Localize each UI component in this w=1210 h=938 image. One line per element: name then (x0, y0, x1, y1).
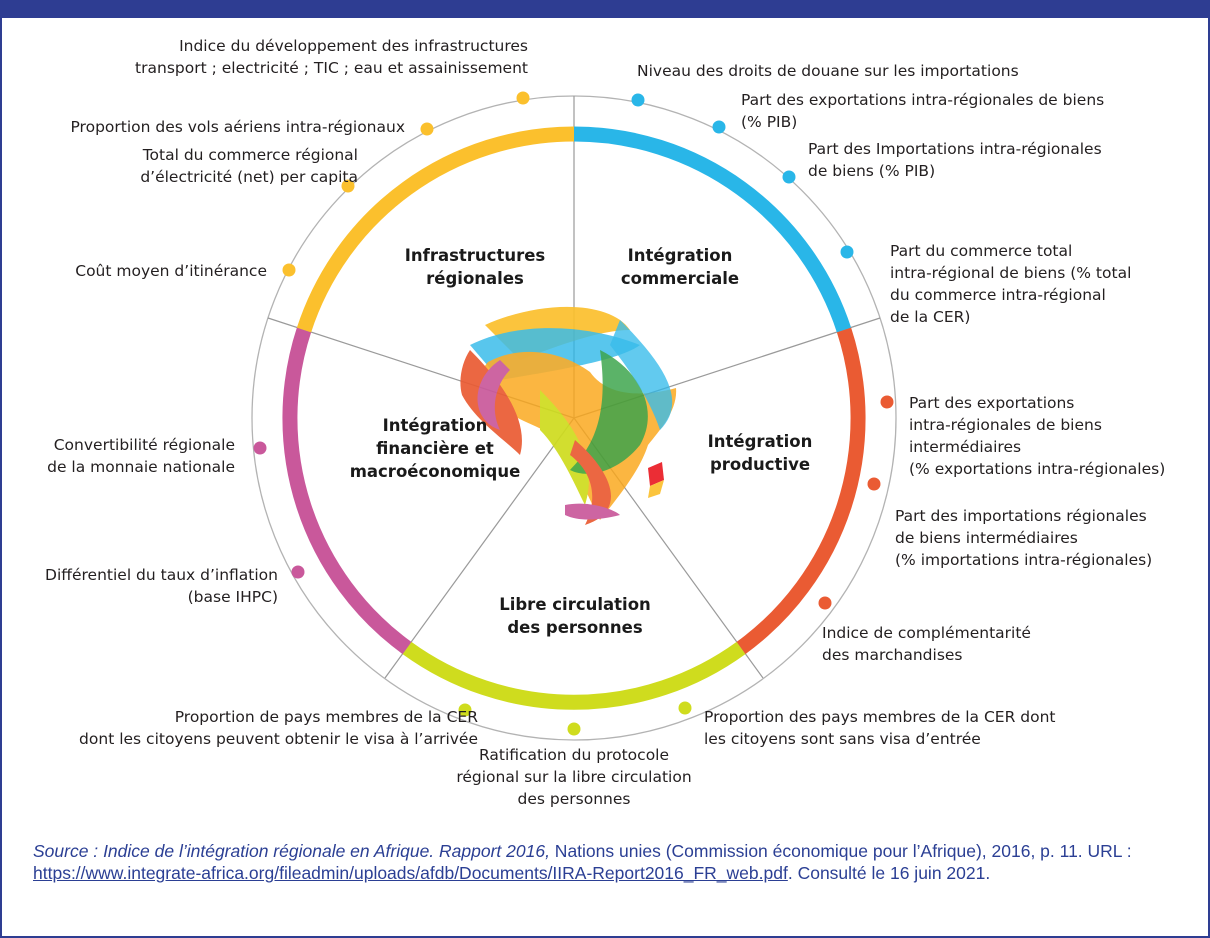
source-title: Indice de l’intégration régionale en Afr… (103, 841, 550, 861)
arc-integration-financiere (282, 327, 412, 655)
indicator-label: Niveau des droits de douane sur les impo… (637, 62, 1019, 80)
indicator-dots (253, 91, 894, 736)
source-publisher: Nations unies (Commission économique pou… (549, 841, 1132, 861)
frame-right-border (1208, 18, 1210, 938)
dimension-title-libre-circulation: Libre circulation des personnes (499, 595, 651, 637)
indicator-label: Ratification du protocole régional sur l… (456, 746, 692, 808)
arc-libre-circulation (402, 641, 746, 710)
indicator-label: Proportion des pays membres de la CER do… (704, 708, 1056, 748)
dot-productive-1 (880, 395, 894, 409)
indicator-label: Proportion de pays membres de la CER don… (79, 708, 478, 748)
dimension-title-productive: Intégration productive (707, 432, 813, 474)
arc-integration-commerciale (573, 126, 852, 333)
dot-infra-2 (420, 122, 434, 136)
dot-commerce-4 (840, 245, 854, 259)
source-citation: Source : Indice de l’intégration régiona… (33, 840, 1183, 884)
source-label: Source : (33, 841, 99, 861)
indicator-label: Part des importations régionales de bien… (895, 507, 1153, 569)
indicator-label: Part du commerce total intra-régional de… (890, 242, 1132, 326)
frame-bottom-border (0, 936, 1210, 938)
top-banner (0, 0, 1210, 18)
frame-left-border (0, 18, 2, 938)
indicator-label: Proportion des vols aériens intra-région… (70, 118, 405, 136)
source-url-link[interactable]: https://www.integrate-africa.org/fileadm… (33, 863, 788, 883)
source-consulted: . Consulté le 16 juin 2021. (787, 863, 991, 883)
indicator-label: Part des exportations intra-régionales d… (741, 91, 1105, 131)
dot-infra-3 (341, 179, 355, 193)
divider-bottom-left (384, 417, 575, 679)
dimension-title-commerciale: Intégration commerciale (620, 246, 740, 288)
indicator-label: Total du commerce régional d’électricité… (140, 146, 358, 186)
arc-integration-productive (736, 327, 866, 655)
dot-financiere-1 (291, 565, 305, 579)
dot-libre-3 (458, 703, 472, 717)
indicator-label: Indice de complémentarité des marchandis… (822, 624, 1031, 664)
indicator-label: Indice du développement des infrastructu… (135, 37, 528, 77)
dot-financiere-2 (253, 441, 267, 455)
dot-libre-2 (567, 722, 581, 736)
dot-productive-3 (818, 596, 832, 610)
dimension-title-infrastructures: Infrastructures régionales (404, 246, 546, 288)
dot-infra-4 (282, 263, 296, 277)
indicator-label: Coût moyen d’itinérance (75, 262, 267, 280)
africa-logo (460, 306, 677, 525)
indicator-label: Part des exportations intra-régionales d… (909, 394, 1166, 478)
dot-libre-1 (678, 701, 692, 715)
dot-commerce-1 (631, 93, 645, 107)
indicator-label: Différentiel du taux d’inflation (base I… (45, 566, 278, 606)
dot-infra-1 (516, 91, 530, 105)
dimension-title-financiere: Intégration financière et macroéconomiqu… (349, 416, 521, 481)
arc-infrastructures-regionales (296, 126, 575, 333)
dot-commerce-3 (782, 170, 796, 184)
indicator-label: Convertibilité régionale de la monnaie n… (47, 436, 235, 476)
dot-commerce-2 (712, 120, 726, 134)
indicator-label: Part des Importations intra-régionales d… (808, 140, 1102, 180)
dot-productive-2 (867, 477, 881, 491)
